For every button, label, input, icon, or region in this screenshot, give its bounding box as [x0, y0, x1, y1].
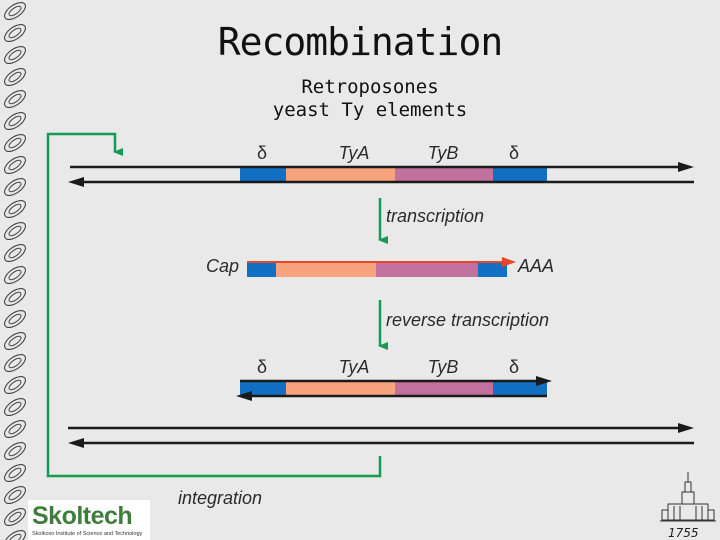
- integration-arrow: [46, 132, 382, 478]
- cdna-tya-label: TyA: [339, 357, 370, 377]
- decorative-spiral-border: [0, 0, 30, 540]
- cdna-tyb-region: [395, 382, 493, 396]
- left-delta-ltr: [240, 168, 286, 183]
- slide-subtitle-line2: yeast Ty elements: [272, 99, 468, 121]
- cdna-tyb-label: TyB: [428, 357, 459, 377]
- tyb-region: [395, 168, 493, 183]
- right-delta-label: δ: [509, 143, 519, 163]
- transcription-label: transcription: [386, 206, 484, 226]
- left-delta-label: δ: [257, 143, 267, 163]
- bottom-strand-arrowhead: [68, 177, 84, 187]
- mrna-tya-region: [276, 263, 376, 277]
- right-delta-ltr: [493, 168, 547, 183]
- cdna-ty-element: δ TyA TyB δ: [236, 357, 552, 401]
- reverse-transcription-label: reverse transcription: [386, 310, 549, 330]
- integration-label: integration: [178, 488, 262, 508]
- cdna-bottom-arrowhead: [236, 391, 252, 401]
- cdna-tya-region: [286, 382, 395, 396]
- genomic-ty-element: δ TyA TyB δ: [68, 143, 694, 187]
- cdna-right-delta: [493, 382, 547, 396]
- founding-year: 1755: [668, 526, 699, 540]
- tya-label: TyA: [339, 143, 370, 163]
- cap-label: Cap: [206, 256, 239, 276]
- target-bottom-arrowhead: [68, 438, 84, 448]
- slide-subtitle-line1: Retroposones: [301, 76, 439, 98]
- cdna-left-delta-label: δ: [257, 357, 267, 377]
- tyb-label: TyB: [428, 143, 459, 163]
- cdna-right-delta-label: δ: [509, 357, 519, 377]
- cdna-top-arrowhead: [536, 376, 552, 386]
- skoltech-logo: Skoltech Skolkovo Institute of Science a…: [28, 500, 150, 540]
- logo-wordmark: Skoltech: [32, 502, 133, 530]
- target-genomic-dna: [68, 423, 694, 448]
- logo-tagline: Skolkovo Institute of Science and Techno…: [32, 531, 143, 537]
- ty-mrna: Cap AAA: [206, 256, 554, 277]
- mrna-arrowhead: [502, 257, 516, 267]
- top-strand-arrowhead: [678, 162, 694, 172]
- mrna-left-delta: [247, 263, 276, 277]
- polya-label: AAA: [517, 256, 554, 276]
- target-top-arrowhead: [678, 423, 694, 433]
- university-building-icon: [660, 472, 716, 522]
- mrna-tyb-region: [376, 263, 478, 277]
- mrna-right-delta: [478, 263, 507, 277]
- slide-title: Recombination: [217, 20, 503, 64]
- tya-region: [286, 168, 395, 183]
